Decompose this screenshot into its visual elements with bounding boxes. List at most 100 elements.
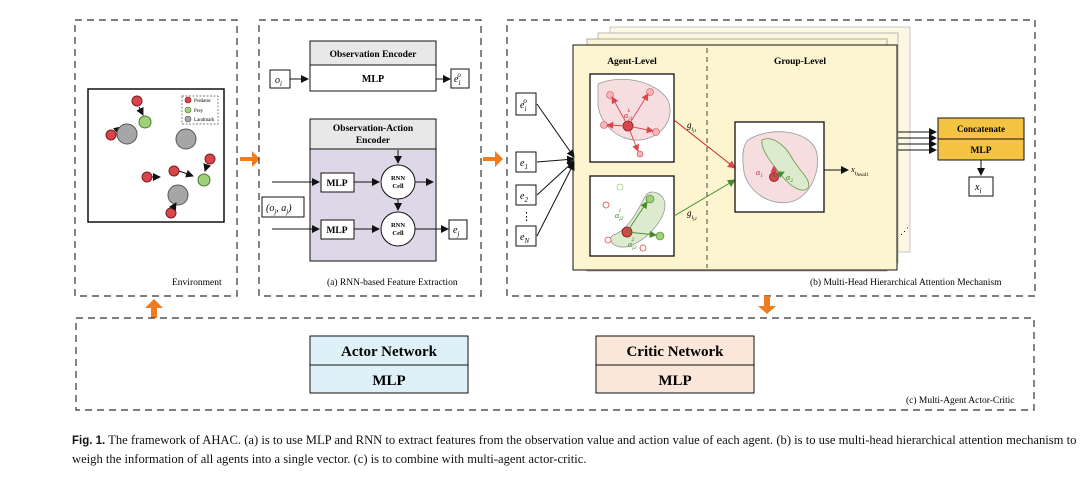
svg-text:gij1: gij1 bbox=[687, 120, 697, 133]
feature-extraction-panel: Observation Encoder MLP oi eio Observati… bbox=[258, 19, 482, 297]
xhead-subsub: head1 bbox=[856, 173, 868, 178]
critic-network-title: Critic Network bbox=[626, 344, 724, 360]
input-label: e bbox=[520, 191, 525, 202]
g1-sub: i bbox=[692, 127, 694, 133]
alpha-bot1: α bbox=[615, 211, 620, 220]
landmark-icon bbox=[167, 184, 189, 206]
svg-text:e2: e2 bbox=[520, 191, 528, 204]
flow-arrow-icon bbox=[483, 151, 503, 167]
svg-text:αj21: αj2 1 bbox=[615, 208, 624, 222]
concatenate-label: Concatenate bbox=[957, 124, 1005, 134]
alpha-bot2-sub: j2 bbox=[631, 245, 637, 251]
attention-panel: Agent-Level Group-Level ⋰ eio e1 e2 ⋮ eN bbox=[506, 19, 1036, 297]
svg-text:eio: eio bbox=[454, 71, 461, 87]
rnn-cell-label: Cell bbox=[392, 230, 403, 237]
legend-landmark: Landmark bbox=[194, 118, 215, 123]
g2-label: g bbox=[687, 208, 692, 218]
input-sup: o bbox=[523, 97, 527, 105]
flow-arrow-icon bbox=[240, 151, 260, 167]
alpha2-sub: 2 bbox=[790, 178, 793, 184]
rnn-cell bbox=[380, 164, 416, 200]
svg-text:ej: ej bbox=[453, 225, 459, 238]
predator-icon bbox=[105, 129, 117, 141]
alpha1: α bbox=[756, 168, 761, 177]
predator-icon bbox=[204, 153, 216, 165]
rnn-cell-label: RNN bbox=[391, 175, 405, 182]
input-oa-mid: , a bbox=[276, 203, 286, 214]
g2-subsub: j2 bbox=[692, 216, 697, 221]
legend-predator: Predator bbox=[194, 99, 211, 104]
svg-text:αj1k: αj1k bbox=[624, 108, 633, 122]
agent-level-label: Agent-Level bbox=[607, 57, 657, 67]
predator-icon bbox=[131, 95, 143, 107]
svg-text:eio: eio bbox=[520, 97, 527, 113]
alpha1-sub: 1 bbox=[760, 173, 763, 179]
input-oi-sub: i bbox=[280, 80, 282, 88]
environment-agents bbox=[105, 95, 216, 219]
actor-critic-label: (c) Multi-Agent Actor-Critic bbox=[906, 395, 1015, 406]
framework-diagram: Predator Prey Landmark Environm bbox=[74, 19, 1036, 411]
oa-encoder-title-1: Observation-Action bbox=[333, 124, 414, 134]
environment-label: Environment bbox=[172, 278, 222, 288]
alpha-bot1-sup: 1 bbox=[618, 208, 621, 214]
oa-encoder-title-2: Encoder bbox=[356, 136, 391, 146]
input-label: e bbox=[520, 158, 525, 169]
figure-caption: Fig. 1. The framework of AHAC. (a) is to… bbox=[72, 431, 1082, 468]
feature-extraction-label: (a) RNN-based Feature Extraction bbox=[327, 277, 458, 288]
input-box bbox=[515, 151, 537, 173]
input-sub: N bbox=[523, 237, 529, 245]
more-heads-icon: ⋰ bbox=[900, 226, 909, 236]
predator-icon bbox=[168, 165, 180, 177]
svg-text:(oj, aj): (oj, aj) bbox=[266, 203, 292, 216]
actor-critic-panel: Actor Network MLP Critic Network MLP (c)… bbox=[75, 317, 1035, 411]
group-level-label: Group-Level bbox=[774, 57, 826, 67]
attention-label: (b) Multi-Head Hierarchical Attention Me… bbox=[810, 277, 1002, 288]
predator-icon bbox=[165, 207, 177, 219]
predator-legend-icon bbox=[184, 96, 192, 104]
input-oa-box bbox=[261, 196, 305, 218]
oa-mlp-label: MLP bbox=[326, 226, 347, 236]
svg-text:xihead1: xihead1 bbox=[850, 164, 869, 178]
g2-sub: i bbox=[692, 215, 694, 221]
input-oa-sub: j bbox=[273, 208, 276, 216]
xhead-label: x bbox=[850, 164, 855, 174]
svg-text:αj22: αj22 bbox=[628, 237, 637, 251]
alpha-bot1-sub: j2 bbox=[618, 216, 624, 222]
oa-mlp-label: MLP bbox=[326, 179, 347, 189]
observation-encoder-mlp: MLP bbox=[362, 74, 384, 85]
input-box bbox=[515, 184, 537, 206]
input-label: e bbox=[520, 100, 525, 111]
svg-text:oi: oi bbox=[275, 75, 282, 88]
input-oa-end: ) bbox=[287, 203, 292, 214]
output-eio: e bbox=[454, 74, 459, 85]
attention-inputs: eio e1 e2 ⋮ eN bbox=[515, 92, 575, 247]
output-xi-box bbox=[968, 176, 994, 197]
landmark-icon bbox=[116, 123, 138, 145]
legend-prey: Prey bbox=[194, 109, 204, 114]
caption-text: The framework of AHAC. (a) is to use MLP… bbox=[72, 433, 1077, 466]
svg-text:e1: e1 bbox=[520, 158, 528, 171]
input-oi: o bbox=[275, 75, 280, 86]
g1-label: g bbox=[687, 120, 692, 130]
rnn-cell-label: Cell bbox=[392, 183, 403, 190]
g1-subsub: j1 bbox=[692, 128, 697, 133]
output-eio-sub: i bbox=[458, 79, 460, 87]
input-oa: (o bbox=[266, 203, 274, 214]
landmark-legend-icon bbox=[184, 115, 192, 123]
alpha-bot2-sup: 2 bbox=[631, 237, 634, 243]
output-xi-sub: i bbox=[979, 187, 981, 195]
svg-text:xi: xi bbox=[974, 182, 981, 195]
input-ellipsis: ⋮ bbox=[521, 211, 532, 223]
flow-arrow-down-icon bbox=[758, 296, 776, 314]
input-box bbox=[515, 92, 537, 116]
output-ej-sub: j bbox=[456, 230, 459, 238]
input-oa-sub: j bbox=[285, 208, 288, 216]
flow-arrow-up-icon bbox=[145, 299, 163, 318]
xhead-sub: i bbox=[855, 171, 857, 177]
input-label: e bbox=[520, 232, 525, 243]
svg-text:α2: α2 bbox=[786, 173, 793, 184]
output-ej: e bbox=[453, 225, 458, 236]
alpha-top-sup: k bbox=[627, 108, 630, 114]
environment-panel: Predator Prey Landmark Environm bbox=[74, 19, 238, 297]
environment-box bbox=[87, 88, 225, 223]
